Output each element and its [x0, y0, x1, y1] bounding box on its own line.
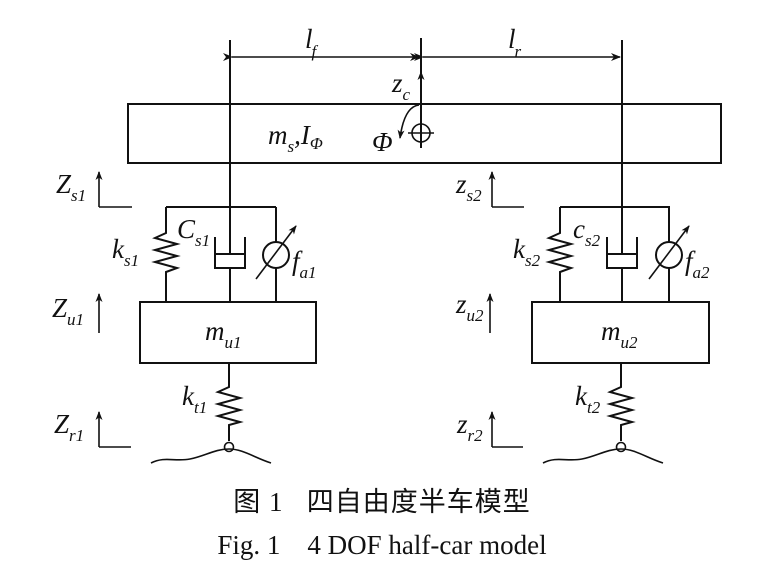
cs2-label: cs2	[573, 214, 601, 250]
zs1-label: Zs1	[56, 169, 86, 205]
kt1-label: kt1	[182, 381, 207, 417]
zc-label: zc	[391, 68, 411, 104]
ks1-label: ks1	[112, 234, 139, 270]
rear-tire-contact-icon	[615, 441, 627, 453]
front-road-profile	[150, 448, 272, 464]
center-of-gravity-icon	[408, 120, 434, 147]
zu2-label: zu2	[455, 289, 484, 325]
pitch-rotation-arrow-icon	[397, 104, 420, 139]
fa1-label: fa1	[292, 246, 317, 282]
rear-tire-spring-icon	[606, 363, 636, 441]
zs2-label: zs2	[455, 169, 482, 205]
rear-road-profile	[542, 448, 664, 464]
kt2-label: kt2	[575, 381, 601, 417]
sprung-mass-label: ms,IΦ	[268, 120, 323, 156]
zs1-indicator	[95, 171, 132, 208]
figure-caption-english: Fig. 1 4 DOF half-car model	[217, 530, 547, 560]
rear-suspension-spring-icon	[545, 207, 575, 302]
lr-label: lr	[508, 24, 522, 61]
figure-caption-chinese: 图 1 四自由度半车模型	[233, 487, 531, 517]
zr2-indicator	[488, 411, 523, 448]
front-tire-spring-icon	[214, 363, 244, 441]
pitch-angle-label: Φ	[372, 127, 393, 157]
rear-actuator-icon	[648, 207, 690, 302]
rear-damper-icon	[606, 207, 638, 302]
zr1-indicator	[95, 411, 131, 448]
ks2-label: ks2	[513, 234, 541, 270]
zr1-label: Zr1	[54, 409, 84, 445]
front-suspension-spring-icon	[151, 207, 181, 302]
zu1-label: Zu1	[52, 293, 84, 329]
fa2-label: fa2	[685, 246, 710, 282]
front-actuator-icon	[255, 207, 297, 302]
zs2-indicator	[488, 171, 524, 208]
lf-label: lf	[305, 24, 319, 61]
mu1-label: mu1	[205, 316, 242, 352]
front-tire-contact-icon	[223, 441, 235, 453]
front-damper-icon	[214, 207, 246, 302]
sprung-mass-body	[127, 103, 722, 164]
zr2-label: zr2	[456, 409, 483, 445]
cs1-label: Cs1	[177, 214, 210, 250]
mu2-label: mu2	[601, 316, 638, 352]
